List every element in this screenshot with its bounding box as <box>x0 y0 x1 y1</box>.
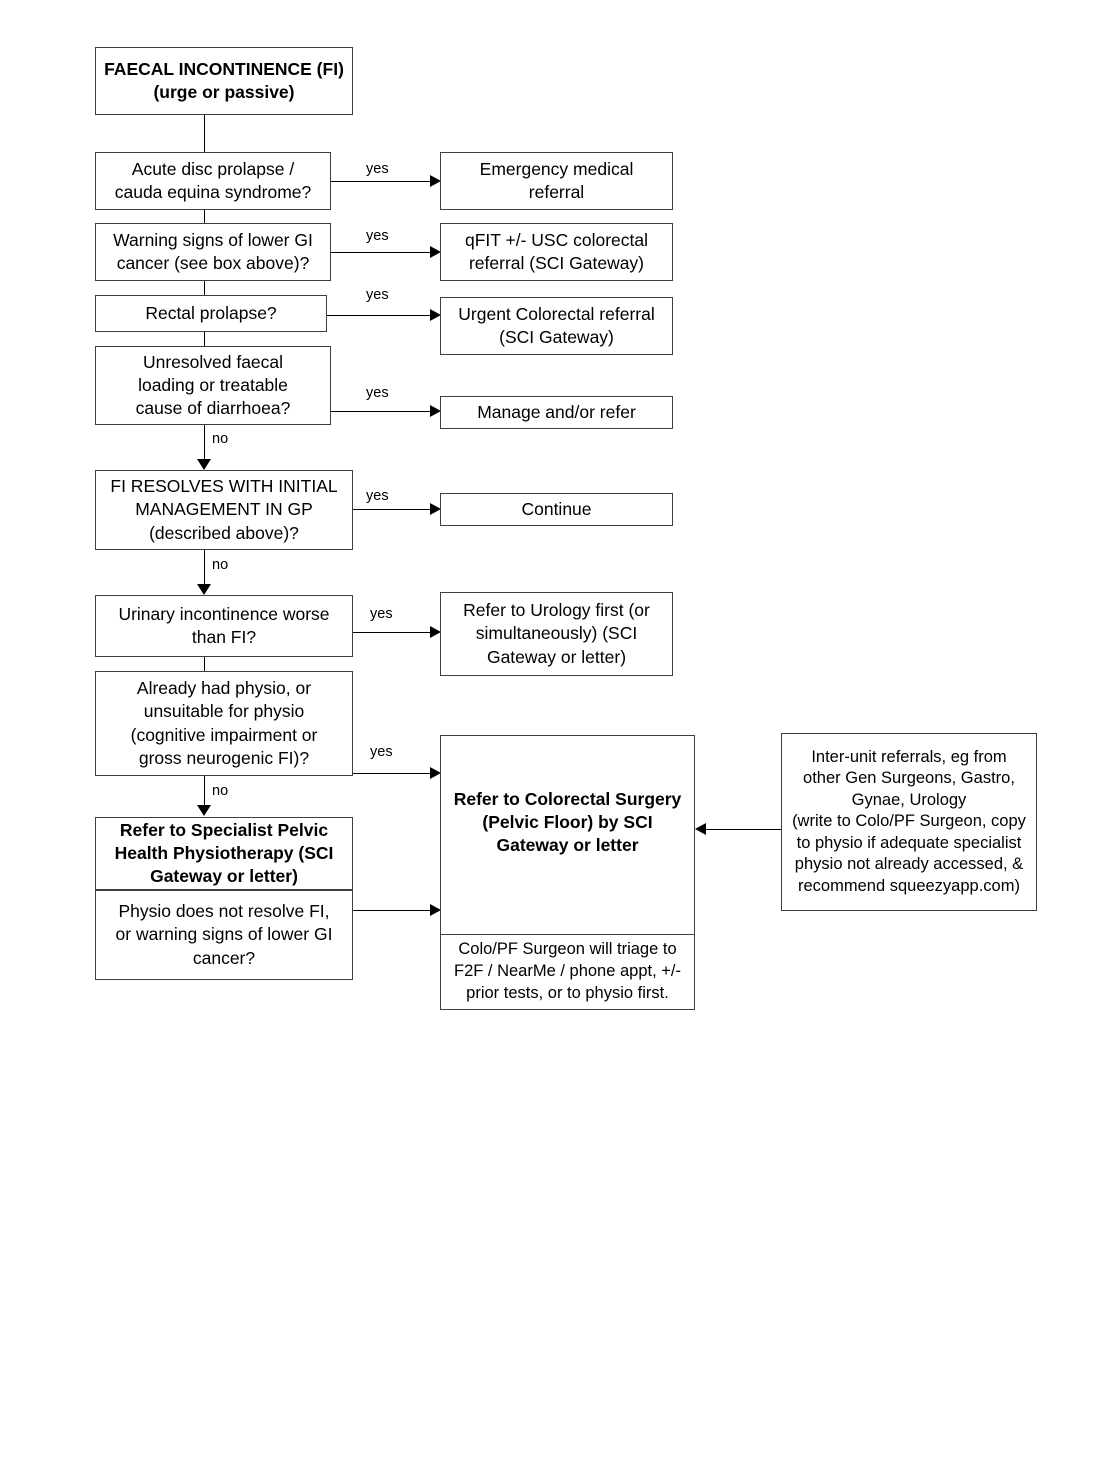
node-unresolved-faecal-loading: Unresolved faecal loading or treatable c… <box>95 346 331 425</box>
arrow-head-fi-resolves-yes <box>430 502 441 515</box>
arrow-head-rectal-prolapse-yes <box>430 308 441 321</box>
edge-label-yes-faecal-loading: yes <box>366 385 389 401</box>
node-already-had-physio: Already had physio, or unsuitable for ph… <box>95 671 353 776</box>
connector-rectal-prolapse-to-faecal-loading <box>204 332 205 346</box>
node-physio-does-not-resolve: Physio does not resolve FI, or warning s… <box>95 890 353 980</box>
connector-acute-disc-to-warning-signs <box>204 210 205 223</box>
arrow-head-warning-signs-yes <box>430 245 441 258</box>
edge-label-yes-rectal-prolapse: yes <box>366 287 389 303</box>
edge-label-yes-already-physio: yes <box>370 744 393 760</box>
arrow-head-already-physio-yes <box>430 766 441 779</box>
arrow-head-physio-not-resolve-to-surgery <box>430 903 441 916</box>
arrow-head-already-physio-no <box>197 805 211 816</box>
node-urinary-incontinence-worse: Urinary incontinence worse than FI? <box>95 595 353 657</box>
arrow-line-urinary-incontinence-yes <box>353 632 432 633</box>
note-colo-pf-triage: Colo/PF Surgeon will triage to F2F / Nea… <box>440 934 695 1010</box>
edge-label-yes-fi-resolves: yes <box>366 488 389 504</box>
arrow-head-urinary-incontinence-yes <box>430 625 441 638</box>
arrow-line-physio-not-resolve-to-surgery <box>353 910 432 911</box>
edge-label-yes-urinary-incontinence: yes <box>370 606 393 622</box>
edge-label-no-faecal-loading: no <box>212 431 229 447</box>
node-rectal-prolapse: Rectal prolapse? <box>95 295 327 332</box>
arrow-head-inter-unit-to-surgery <box>695 822 706 835</box>
node-urgent-colorectal-referral: Urgent Colorectal referral (SCI Gateway) <box>440 297 673 355</box>
arrow-line-faecal-loading-yes <box>331 411 432 412</box>
node-acute-disc-prolapse: Acute disc prolapse / cauda equina syndr… <box>95 152 331 210</box>
node-emergency-medical-referral: Emergency medical referral <box>440 152 673 210</box>
arrow-line-already-physio-yes <box>353 773 432 774</box>
note-inter-unit-referrals: Inter-unit referrals, eg from other Gen … <box>781 733 1037 911</box>
connector-fi-resolves-no <box>204 550 205 586</box>
arrow-line-fi-resolves-yes <box>353 509 432 510</box>
connector-already-physio-no <box>204 776 205 807</box>
arrow-line-acute-disc-yes <box>331 181 432 182</box>
node-refer-to-colorectal-surgery: Refer to Colorectal Surgery (Pelvic Floo… <box>440 735 695 935</box>
edge-label-no-fi-resolves: no <box>212 557 229 573</box>
edge-label-yes-acute-disc: yes <box>366 161 389 177</box>
node-manage-and-or-refer: Manage and/or refer <box>440 396 673 429</box>
node-refer-to-urology: Refer to Urology first (or simultaneousl… <box>440 592 673 676</box>
node-refer-to-specialist-pelvic-physio: Refer to Specialist Pelvic Health Physio… <box>95 817 353 890</box>
arrow-head-acute-disc-yes <box>430 174 441 187</box>
connector-title-to-acute-disc <box>204 115 205 152</box>
arrow-line-rectal-prolapse-yes <box>327 315 432 316</box>
node-continue: Continue <box>440 493 673 526</box>
node-qfit-usc-colorectal-referral: qFIT +/- USC colorectal referral (SCI Ga… <box>440 223 673 281</box>
edge-label-no-already-physio: no <box>212 783 229 799</box>
connector-warning-signs-to-rectal-prolapse <box>204 281 205 295</box>
connector-urinary-to-already-physio <box>204 657 205 671</box>
arrow-head-fi-resolves-no <box>197 584 211 595</box>
connector-faecal-loading-no <box>204 425 205 461</box>
arrow-line-inter-unit-to-surgery <box>705 829 781 830</box>
node-fi-resolves-initial-management: FI RESOLVES WITH INITIAL MANAGEMENT IN G… <box>95 470 353 550</box>
node-faecal-incontinence-title: FAECAL INCONTINENCE (FI) (urge or passiv… <box>95 47 353 115</box>
arrow-line-warning-signs-yes <box>331 252 432 253</box>
node-warning-signs-lower-gi-cancer: Warning signs of lower GI cancer (see bo… <box>95 223 331 281</box>
edge-label-yes-warning-signs: yes <box>366 228 389 244</box>
arrow-head-faecal-loading-no <box>197 459 211 470</box>
arrow-head-faecal-loading-yes <box>430 404 441 417</box>
